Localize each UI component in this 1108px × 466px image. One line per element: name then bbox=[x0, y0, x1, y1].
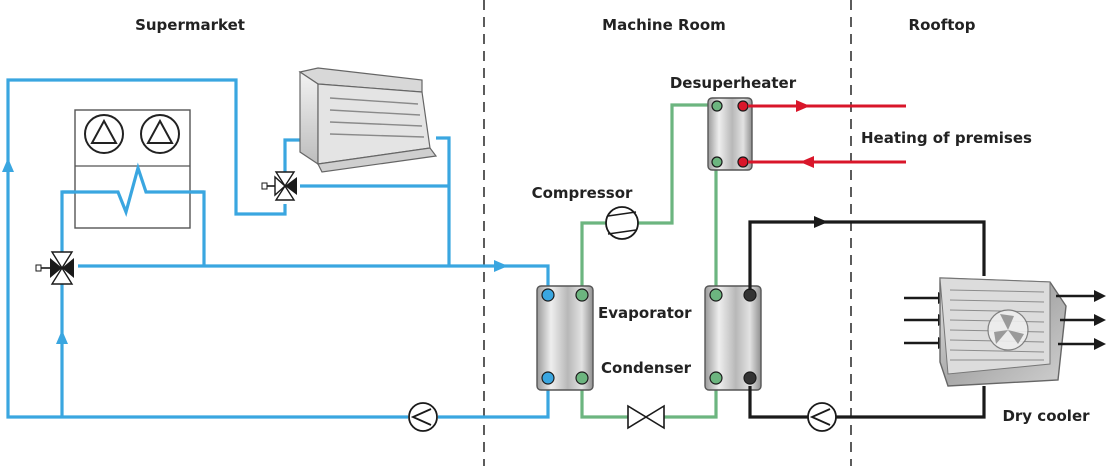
flow-arrow-right-supply bbox=[494, 260, 508, 272]
plate-heat-exchanger-icon bbox=[707, 97, 753, 171]
zone-title-supermarket: Supermarket bbox=[135, 16, 245, 34]
plate-heat-exchanger-icon bbox=[536, 285, 594, 391]
heating-lines bbox=[748, 100, 906, 168]
expansion-valve-icon bbox=[627, 404, 665, 430]
label-compressor: Compressor bbox=[532, 184, 633, 202]
label-dry-cooler: Dry cooler bbox=[1002, 407, 1090, 425]
zone-title-machine-room: Machine Room bbox=[602, 16, 726, 34]
flow-arrow-up-left bbox=[2, 158, 14, 172]
flow-arrow-up-lower bbox=[56, 330, 68, 344]
three-way-valve-icon bbox=[35, 251, 74, 285]
dry-cooler-icon bbox=[904, 277, 1106, 387]
plate-heat-exchanger-icon bbox=[704, 285, 762, 391]
three-way-valve-icon bbox=[261, 171, 297, 201]
display-case-icon bbox=[298, 67, 438, 173]
compressor-icon bbox=[605, 206, 639, 240]
label-desuperheater: Desuperheater bbox=[670, 74, 797, 92]
pump-icon bbox=[408, 402, 438, 432]
brine-flow-arrows bbox=[2, 158, 508, 344]
zone-title-rooftop: Rooftop bbox=[909, 16, 976, 34]
label-condenser: Condenser bbox=[601, 359, 692, 377]
label-evaporator: Evaporator bbox=[598, 304, 692, 322]
cooling-loop bbox=[748, 216, 986, 419]
fan-unit-icon bbox=[62, 109, 204, 229]
label-heating-of-premises: Heating of premises bbox=[861, 129, 1032, 147]
refrigerant-loop bbox=[580, 103, 718, 419]
pump-icon bbox=[807, 402, 837, 432]
